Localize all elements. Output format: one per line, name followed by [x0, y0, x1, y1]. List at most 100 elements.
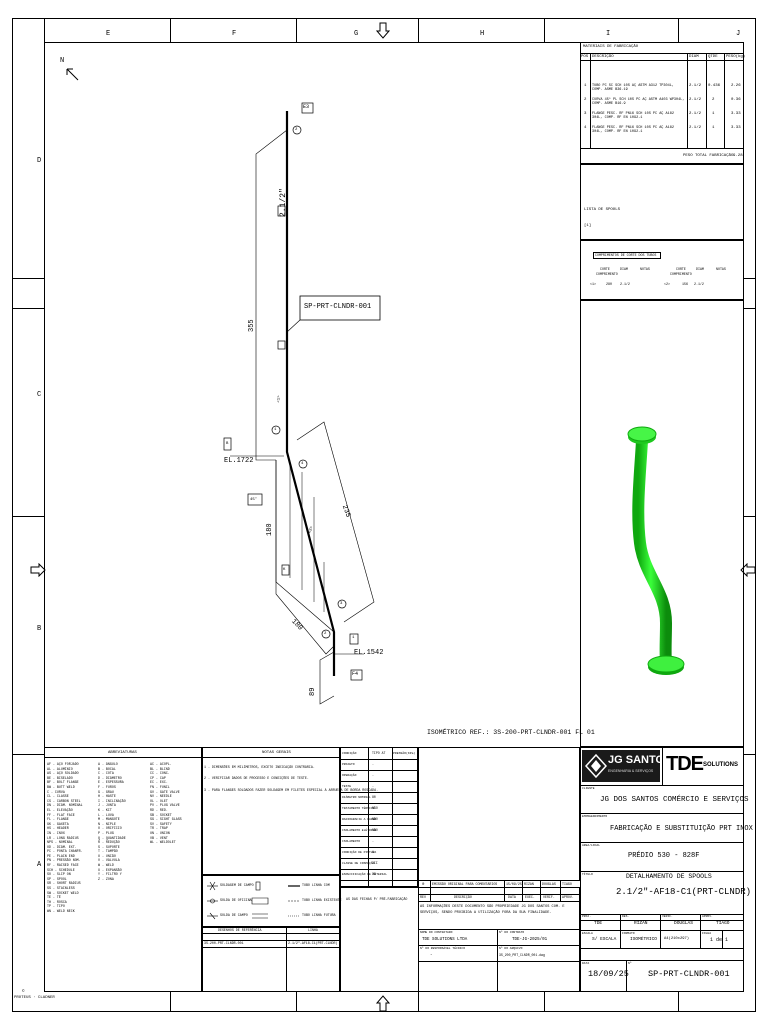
abbreviation-item: PE - PLAIN END: [47, 853, 75, 858]
abbreviation-item: Y - FILTRO Y: [98, 872, 122, 877]
abbreviation-item: AS - AÇO SOLDADO: [47, 771, 79, 776]
param-label: ESPECIFICAÇÃO DE MATERIAL: [342, 873, 388, 876]
project-name: FABRICAÇÃO E SUBSTITUIÇÃO PRT INOX: [610, 825, 753, 833]
abbreviation-item: NV - NEEDLE: [150, 794, 172, 799]
rev-date: 15/09/25: [506, 882, 522, 886]
abbreviation-item: EC - EXC.: [150, 780, 168, 785]
weld-symbols-icon: [207, 881, 300, 920]
abbreviation-item: WN - WELD NECK: [47, 909, 75, 913]
marker-f4: F4: [352, 671, 359, 677]
spool-tag: SP-PRT-CLNDR-001: [304, 303, 372, 311]
param-value: III: [372, 861, 378, 865]
iso-reference: ISOMÉTRICO REF.: 3S-200-PRT-CLNDR-001 FL…: [427, 729, 595, 736]
abbreviation-item: SW - SOCKET WELD: [47, 890, 79, 895]
pipe-size-label: 2.1/2": [279, 188, 288, 217]
abbreviation-item: TE - TÊ: [47, 895, 61, 900]
abbreviation-item: EL - ELEVAÇÃO: [47, 807, 73, 812]
role-verif: DOUGLAS: [674, 921, 693, 926]
col-letter-i: I: [606, 30, 611, 38]
scale-value: S/ ESCALA: [592, 937, 617, 942]
marker-1: 1: [274, 428, 277, 432]
abbreviation-item: S - SUPORTE: [98, 844, 120, 849]
hold-note: AS DAS FECHAS P/ PRÉ-FABRICAÇÃO: [346, 897, 408, 901]
abbreviation-item: I - INCLINAÇÃO: [98, 798, 126, 803]
abbreviation-item: NPS - NOMINAL: [47, 840, 73, 845]
abbreviations-title: ABREVIATURAS: [108, 751, 137, 755]
param-label: TRATAMENTO TÉRMICO: [342, 807, 375, 810]
rev-desc: EMISSÃO ORIGINAL PARA COMENTÁRIOS: [432, 882, 498, 886]
brand-subtitle: ENGENHARIA & SERVIÇOS: [608, 769, 654, 773]
partner-logo: TDE: [666, 753, 704, 775]
col-letter-g: G: [354, 30, 359, 38]
abbreviation-item: FF - FLAT FACE: [47, 812, 75, 817]
design-params: [340, 747, 418, 887]
sheet-size: A4(210x297): [664, 937, 690, 941]
abbreviation-item: C - CURVA: [47, 789, 65, 794]
param-label: ISOLAMENTO: [342, 840, 361, 843]
notes-panel: [202, 747, 340, 875]
abbreviation-item: RF - RAISED FACE: [47, 863, 79, 868]
param-value: -: [372, 784, 374, 788]
param-value: -: [372, 762, 374, 766]
abbreviation-item: Q - QUANTIDADE: [98, 835, 126, 840]
abbreviation-item: PN - PRESSÃO NOM.: [47, 858, 81, 863]
param-label: ISOLAMENTO ELÉTRICO: [342, 829, 377, 832]
elevation-upper: EL.1722: [224, 457, 254, 465]
materials-total-label: PESO TOTAL FABRICAÇÃO: [683, 154, 734, 158]
abbreviation-item: TP - TIPO: [47, 904, 65, 909]
abbreviation-item: Z - ZONA: [98, 876, 114, 881]
param-value: NÃO: [372, 817, 378, 821]
abbreviation-item: CP - CAP: [150, 775, 166, 780]
role-proj: TDE: [594, 921, 603, 926]
spool-list-title: LISTA DE SPOOLS: [584, 208, 621, 212]
marker-e3: E3: [303, 104, 310, 110]
date-value: 18/09/25: [588, 969, 629, 979]
abbreviation-item: RD - RED.: [150, 807, 168, 812]
symbol-legend: [202, 875, 340, 927]
abbreviation-item: AF - AÇO FORJADO: [47, 762, 79, 766]
marker-k: K: [283, 568, 286, 572]
drawing-title-1: DETALHAMENTO DE SPOOLS: [626, 873, 712, 880]
role-aprov: TIAGO: [716, 921, 730, 926]
client-name: JG DOS SANTOS COMÉRCIO E SERVIÇOS: [600, 796, 749, 804]
marker-b: B: [226, 442, 229, 446]
param-label: OPERAÇÃO: [342, 774, 357, 777]
center-mark-top-icon: [376, 22, 390, 39]
area-name: PRÉDIO 530 - 828F: [628, 852, 700, 860]
abbreviation-item: OD - DIÂM. EXT.: [47, 844, 77, 849]
abbreviation-item: AL - ALUMÍNIO: [47, 766, 73, 771]
param-label: TESTE: [342, 785, 352, 788]
note-2: 2 - VERIFICAR DADOS DE PROCESSO E CONDIÇ…: [204, 776, 309, 780]
abbreviation-item: GV - GATE VALVE: [150, 789, 180, 794]
isometric-drawing: E3 F4 B 2 1 4 3 2 1 K <1> <2> SP-PRT-CLN…: [44, 42, 595, 747]
abbreviation-item: DN - DIÂM. NOMINAL: [47, 803, 83, 808]
elevation-lower: EL.1542: [354, 649, 384, 657]
abbreviation-item: X - EXPANSÃO: [98, 867, 122, 872]
materials-total-value: 9.28: [733, 154, 743, 158]
param-value: -: [372, 773, 374, 777]
col-letter-j: J: [736, 30, 741, 38]
revision-block: [340, 887, 580, 992]
center-mark-bottom-icon: [376, 995, 390, 1012]
param-label: CONDIÇÃO DE PINTURA: [342, 851, 377, 854]
abbreviation-item: PC - PONTA CHANFR.: [47, 849, 83, 854]
marker-2: 2: [295, 128, 298, 132]
marker-2b: 2: [324, 632, 327, 636]
file-number: 3S_200_PRT_CLNDR_001.dwg: [499, 953, 545, 957]
abbreviations-panel: [44, 747, 202, 992]
row-letter-a: A: [37, 861, 42, 869]
rev-number: 0: [422, 883, 425, 887]
abbreviation-item: BF - BOLT FLANGE: [47, 780, 79, 785]
abbreviation-item: TR - TRAP: [150, 826, 168, 831]
abbreviation-item: G - GRAU: [98, 789, 114, 794]
rev-verif: DOUGLAS: [542, 882, 556, 886]
materials-table: [580, 42, 744, 164]
abbreviation-item: FN - FUNIL: [150, 784, 170, 789]
col-letter-h: H: [480, 30, 485, 38]
partner-subtitle: SOLUTIONS: [703, 762, 739, 768]
abbreviation-item: AC - ACOPL.: [150, 762, 172, 766]
abbreviation-item: SO - SLIP ON: [47, 872, 71, 877]
abbreviation-item: SV - SAFETY: [150, 821, 172, 826]
